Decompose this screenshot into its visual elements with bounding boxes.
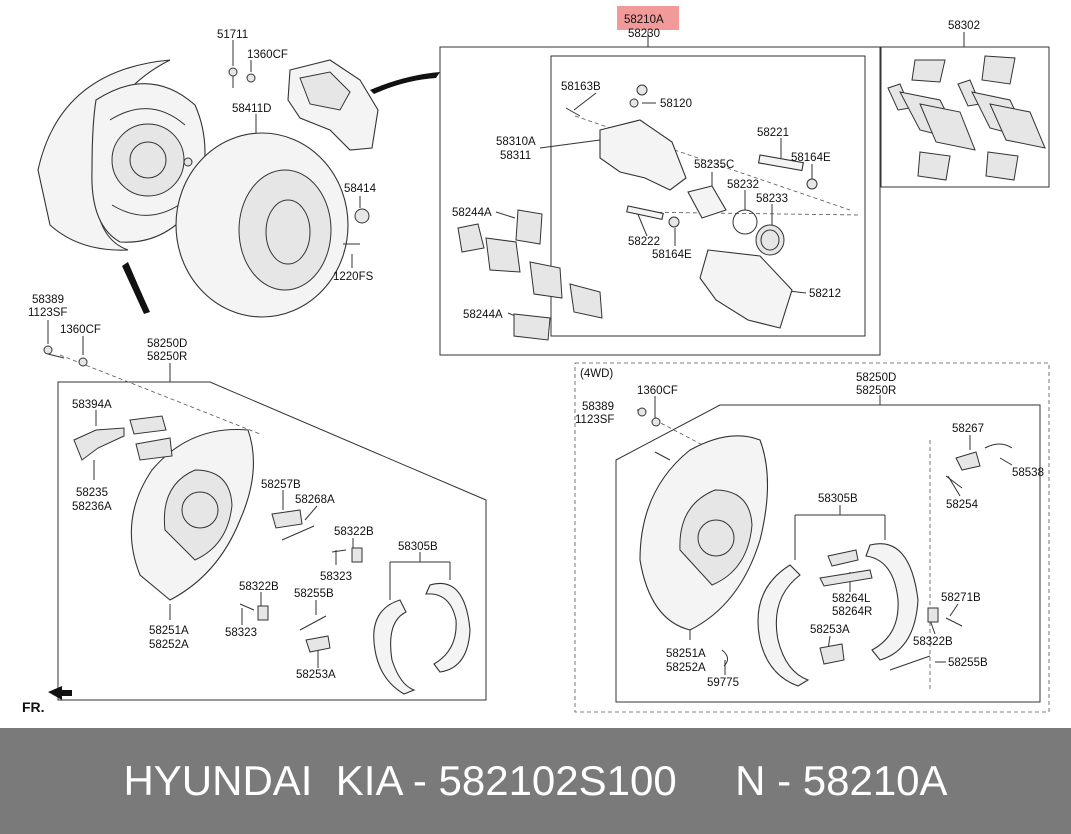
backing-plate-top [37, 59, 206, 251]
callout-58233: 58233 [756, 193, 788, 205]
leader-lines [47, 31, 1013, 690]
callout-58252a-left: 58252A [149, 639, 189, 651]
callout-1220fs: 1220FS [333, 271, 374, 283]
callout-58323-b: 58323 [225, 627, 257, 639]
callout-58305b-left: 58305B [398, 541, 438, 553]
callout-58253a-left: 58253A [296, 669, 336, 681]
callout-58232: 58232 [727, 179, 759, 191]
callout-58251a-left: 58251A [149, 625, 189, 637]
callout-58271b: 58271B [941, 592, 981, 604]
backing-plate-left-group [43, 345, 471, 695]
callout-58210a: 58210A [624, 14, 664, 26]
pointer-arrows [122, 72, 440, 314]
callout-58322b-a: 58322B [334, 526, 374, 538]
callout-1123sf-right: 1123SF [575, 414, 614, 426]
callout-labels: 58210A 58230 58302 51711 1360CF 58411D 5… [28, 14, 1044, 689]
callout-58323-a: 58323 [320, 571, 352, 583]
callout-58250d-left: 58250D [147, 338, 187, 350]
callout-58235c: 58235C [694, 159, 734, 171]
callout-58120: 58120 [660, 98, 692, 110]
callout-58389-left: 58389 [32, 294, 64, 306]
pad-set [887, 55, 1046, 181]
callout-58221: 58221 [757, 127, 789, 139]
callout-58255b-right: 58255B [948, 657, 988, 669]
callout-58235: 58235 [76, 487, 108, 499]
callout-58255b-left: 58255B [294, 588, 334, 600]
backing-plate-4wd-group [637, 407, 1013, 687]
fr-label: FR. [22, 699, 45, 715]
callout-58257b: 58257B [261, 479, 301, 491]
callout-58254: 58254 [946, 499, 979, 511]
callout-58264r: 58264R [832, 606, 872, 618]
callout-58268a: 58268A [295, 494, 335, 506]
callout-58414: 58414 [344, 183, 377, 195]
callout-58164e-b: 58164E [652, 249, 692, 261]
callout-58251a-right: 58251A [666, 648, 706, 660]
callout-1360cf-right: 1360CF [637, 385, 678, 397]
fr-arrow-icon [48, 686, 72, 700]
part-number-banner: HYUNDAI KIA - 582102S100 N - 58210A [0, 728, 1071, 834]
callout-58322b-right: 58322B [913, 636, 953, 648]
callout-1123sf-left: 1123SF [28, 307, 67, 319]
banner-text: HYUNDAI KIA - 582102S100 N - 58210A [123, 757, 948, 804]
callout-1360cf-left: 1360CF [60, 324, 101, 336]
callout-58411d: 58411D [232, 103, 271, 115]
callout-58244a-b: 58244A [463, 309, 503, 321]
highlight-box [617, 6, 679, 30]
callout-58252a-right: 58252A [666, 662, 706, 674]
callout-59775: 59775 [707, 677, 739, 689]
callout-51711: 51711 [217, 29, 248, 41]
callout-58538: 58538 [1012, 467, 1044, 479]
callout-58222: 58222 [628, 236, 660, 248]
callout-1360cf-top: 1360CF [247, 49, 288, 61]
brake-disc [175, 132, 370, 318]
brake-parts-diagram: FR. 58210A 58230 58302 51711 1360CF 5841… [22, 6, 1050, 715]
callout-58250d-right: 58250D [856, 372, 896, 384]
callout-58164e-a: 58164E [791, 152, 831, 164]
callout-58230: 58230 [628, 28, 660, 40]
callout-4wd: (4WD) [580, 368, 613, 380]
caliper-assembly [457, 84, 818, 341]
callout-58250r-right: 58250R [856, 385, 896, 397]
callout-58310a: 58310A [496, 136, 536, 148]
group-frames [57, 46, 1050, 713]
callout-58394a: 58394A [72, 399, 112, 411]
callout-58305b-right: 58305B [818, 493, 858, 505]
callout-58267: 58267 [952, 423, 984, 435]
callout-58250r-left: 58250R [147, 351, 187, 363]
front-direction-indicator: FR. [22, 686, 72, 715]
callout-58322b-b: 58322B [239, 581, 279, 593]
caliper-top [228, 59, 379, 151]
callout-58264l: 58264L [832, 593, 871, 605]
callout-58253a-right: 58253A [810, 624, 850, 636]
callout-58311: 58311 [500, 150, 531, 162]
callout-58163b: 58163B [561, 81, 601, 93]
callout-58212: 58212 [809, 288, 841, 300]
callout-58389-right: 58389 [582, 401, 614, 413]
callout-58244a-a: 58244A [452, 207, 492, 219]
callout-58236a: 58236A [72, 501, 112, 513]
callout-58302: 58302 [948, 20, 980, 32]
